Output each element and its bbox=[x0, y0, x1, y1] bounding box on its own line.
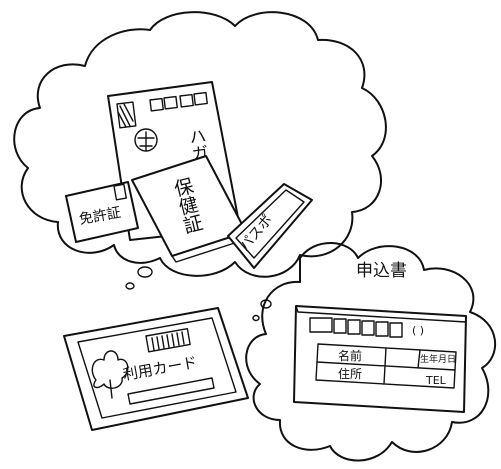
postcard-postal-boxes bbox=[149, 91, 208, 112]
form-birthdate-label: 生年月日 bbox=[420, 353, 456, 365]
form-table bbox=[315, 343, 457, 389]
drivers-license: 免許証 bbox=[65, 181, 139, 243]
postcard-stamp bbox=[116, 101, 137, 129]
form-address-label: 住所 bbox=[338, 367, 362, 381]
form-name-label: 名前 bbox=[338, 348, 362, 363]
postmark-icon bbox=[134, 128, 158, 152]
tree-logo-icon bbox=[91, 350, 129, 399]
form-phone-parens: ( ) bbox=[412, 324, 424, 337]
form-thought-cloud bbox=[245, 242, 497, 462]
application-form: ( ) 名前 生年月日 住所 TEL bbox=[293, 305, 467, 413]
insurance-card: 保健証 bbox=[131, 155, 251, 263]
user-card: 利用カード bbox=[63, 307, 249, 431]
drivers-license-label: 免許証 bbox=[78, 205, 122, 228]
form-number-boxes bbox=[309, 317, 403, 338]
pass-card: パスポ bbox=[227, 183, 313, 269]
top-thought-cloud bbox=[13, 11, 387, 290]
form-tel-label: TEL bbox=[425, 374, 447, 387]
application-form-title: 申込書 bbox=[356, 261, 407, 281]
barcode-icon bbox=[145, 328, 191, 353]
